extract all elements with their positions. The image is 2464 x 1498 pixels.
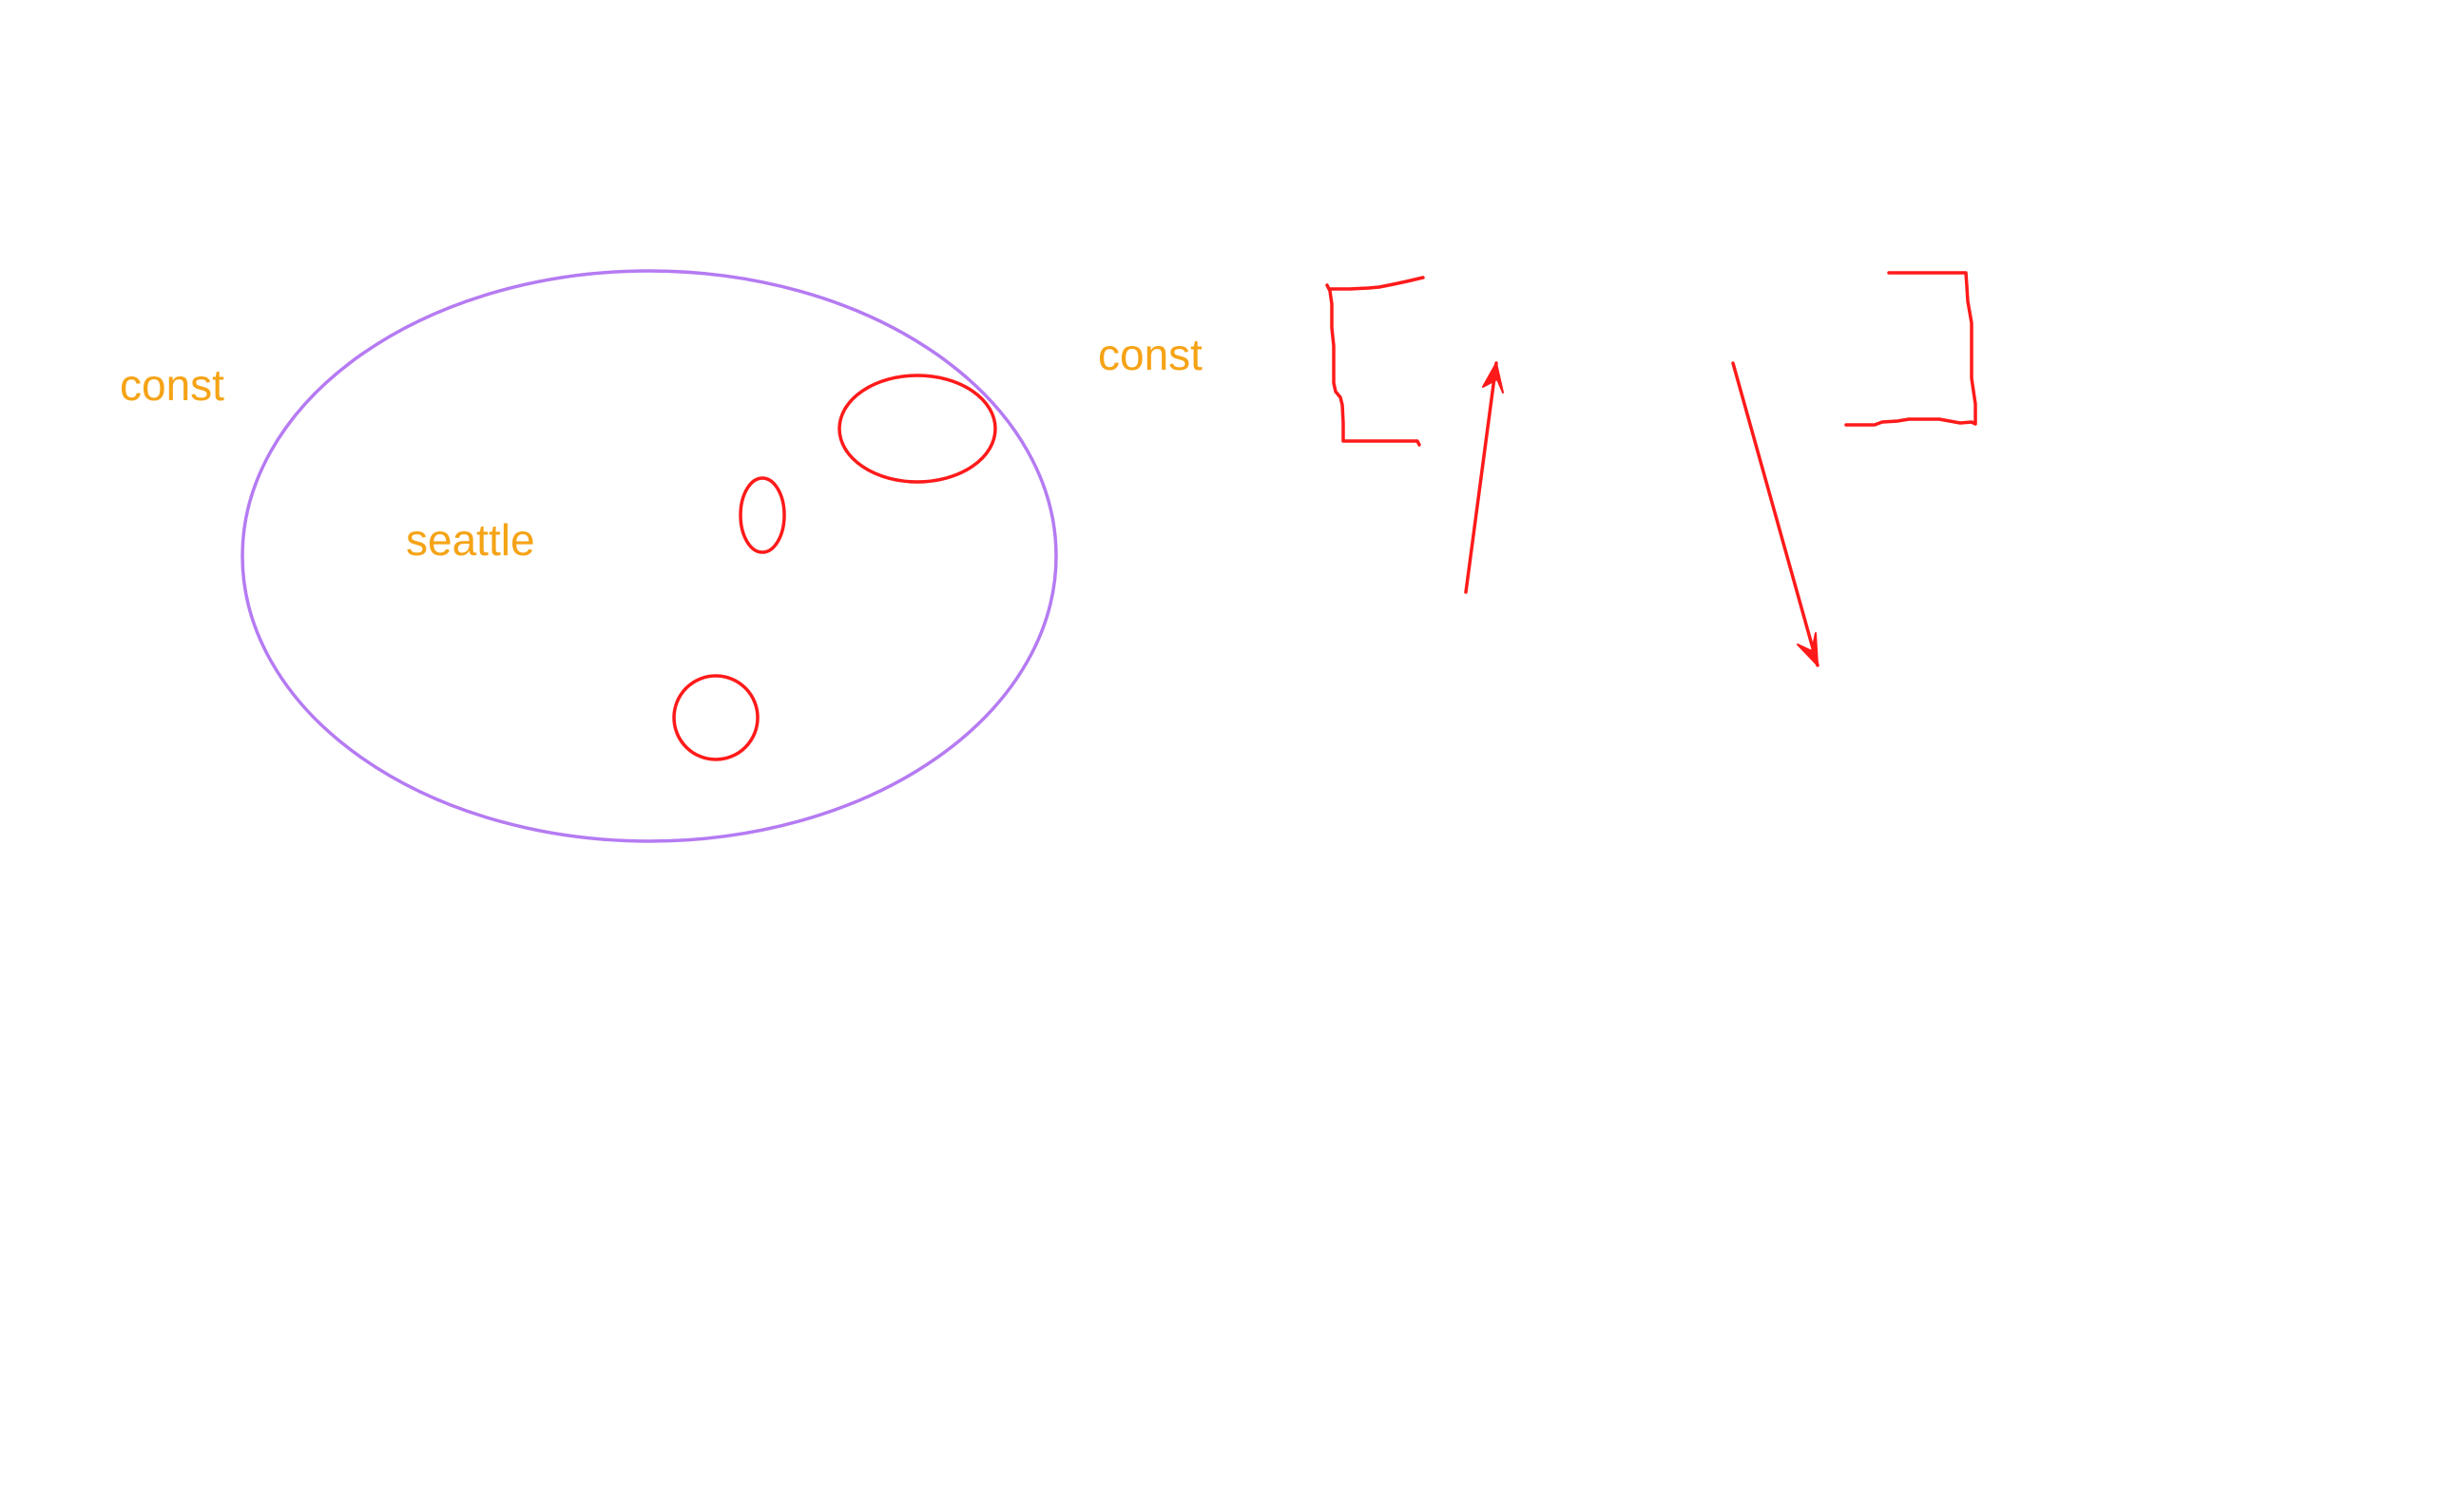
arrow-down	[1731, 361, 1819, 667]
arrow-up	[1464, 361, 1498, 594]
small-ellipse-narrow	[739, 476, 786, 554]
small-ellipse-upper-right	[837, 374, 997, 484]
small-circle-bottom	[672, 674, 760, 761]
bracket-right	[1844, 271, 1977, 427]
label-seattle: seattle	[406, 515, 535, 565]
arrow-up-head	[1482, 362, 1504, 394]
label-const-right: const	[1098, 330, 1203, 379]
bracket-left	[1325, 276, 1425, 447]
outer-ellipse	[241, 269, 1058, 843]
label-const-left: const	[120, 360, 224, 410]
arrow-down-head	[1797, 632, 1819, 666]
